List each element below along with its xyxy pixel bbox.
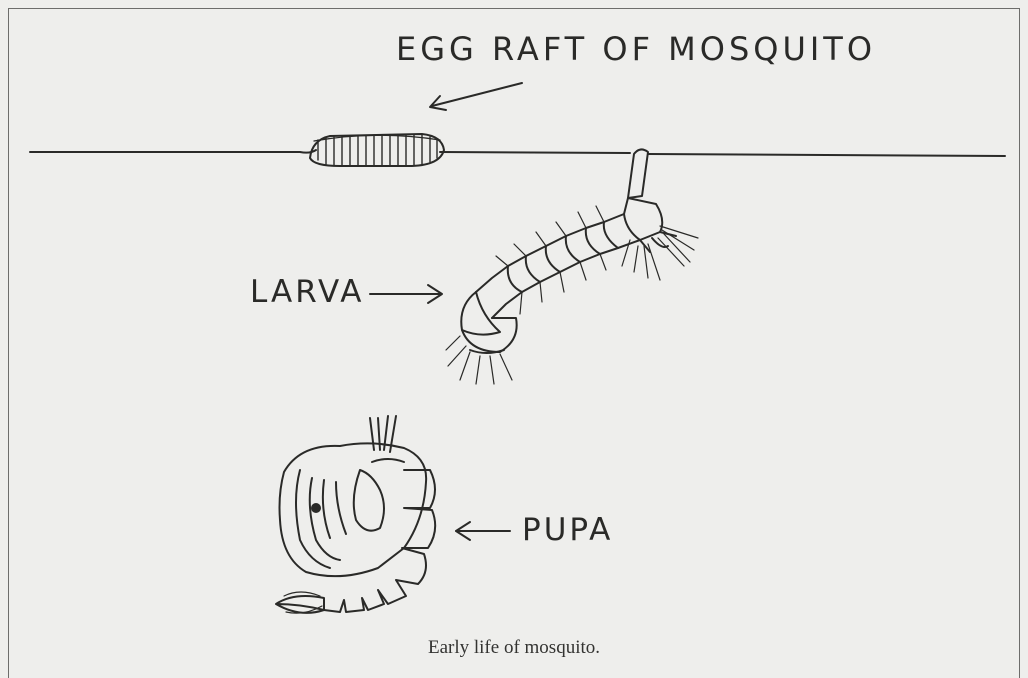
pupa-arrow-icon xyxy=(456,522,510,540)
egg-raft-icon xyxy=(310,134,444,166)
larva-icon xyxy=(446,149,698,384)
larva-label: LARVA xyxy=(250,274,364,310)
larva-arrow-icon xyxy=(370,285,442,303)
pupa-icon xyxy=(276,416,435,613)
pupa-label: PUPA xyxy=(522,512,613,548)
water-surface-line xyxy=(30,150,1005,156)
figure-caption: Early life of mosquito. xyxy=(0,637,1028,659)
egg-raft-arrow-icon xyxy=(430,83,522,110)
egg-raft-label: EGG RAFT OF MOSQUITO xyxy=(396,30,876,68)
